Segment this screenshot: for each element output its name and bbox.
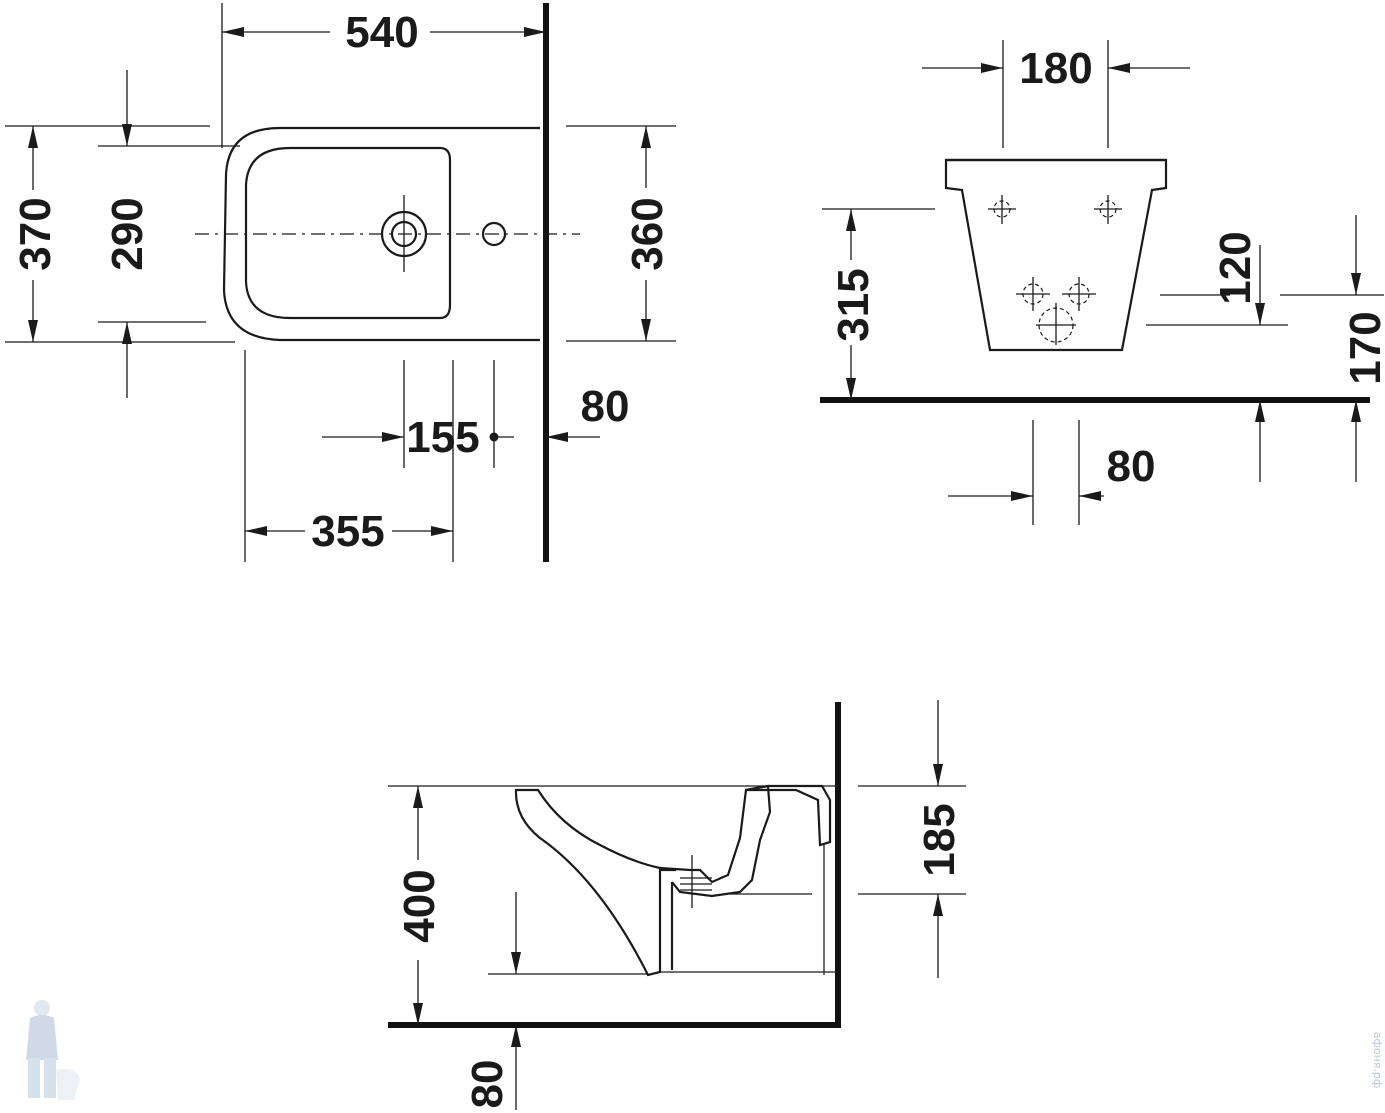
dim-400-label: 400 xyxy=(395,869,444,942)
dim-540-label: 540 xyxy=(345,8,418,57)
dim-370-label: 370 xyxy=(11,197,60,270)
drain-inner-icon xyxy=(390,220,418,248)
bidet-outline-top xyxy=(222,126,540,342)
dim-155-label: 155 xyxy=(406,413,479,462)
tap-hole-icon xyxy=(481,221,507,247)
top-view: 540 370 290 360 155 8 xyxy=(5,3,676,562)
dim-360-label: 360 xyxy=(623,197,672,270)
watermark-text: афоня.рф xyxy=(1371,1032,1384,1089)
dim-185-label: 185 xyxy=(915,803,964,876)
supply-hole-left-icon xyxy=(1016,277,1050,311)
dim-80-top-label: 80 xyxy=(581,382,630,431)
dim-180-label: 180 xyxy=(1019,44,1092,93)
mounting-hole-right-icon xyxy=(1094,195,1122,224)
rear-view: 180 315 120 170 80 xyxy=(820,40,1385,525)
bidet-bowl-top xyxy=(244,146,452,320)
dim-315-label: 315 xyxy=(829,268,878,341)
side-view: 400 185 80 xyxy=(388,700,966,1110)
dim-355-label: 355 xyxy=(311,507,384,556)
dim-80-side-label: 80 xyxy=(463,1060,512,1109)
bidet-side-section xyxy=(514,788,662,977)
drain-outer-icon xyxy=(380,210,428,258)
dim-80-rear-label: 80 xyxy=(1107,442,1156,491)
dim-290-label: 290 xyxy=(103,197,152,270)
dim-170-label: 170 xyxy=(1341,311,1385,384)
mounting-hole-left-icon xyxy=(988,195,1016,224)
dim-120-label: 120 xyxy=(1211,231,1260,304)
supply-hole-right-icon xyxy=(1062,277,1096,311)
plumber-mascot-icon xyxy=(26,1000,80,1100)
drain-outlet-icon xyxy=(1036,303,1076,345)
bidet-rear-outline xyxy=(944,158,1168,352)
